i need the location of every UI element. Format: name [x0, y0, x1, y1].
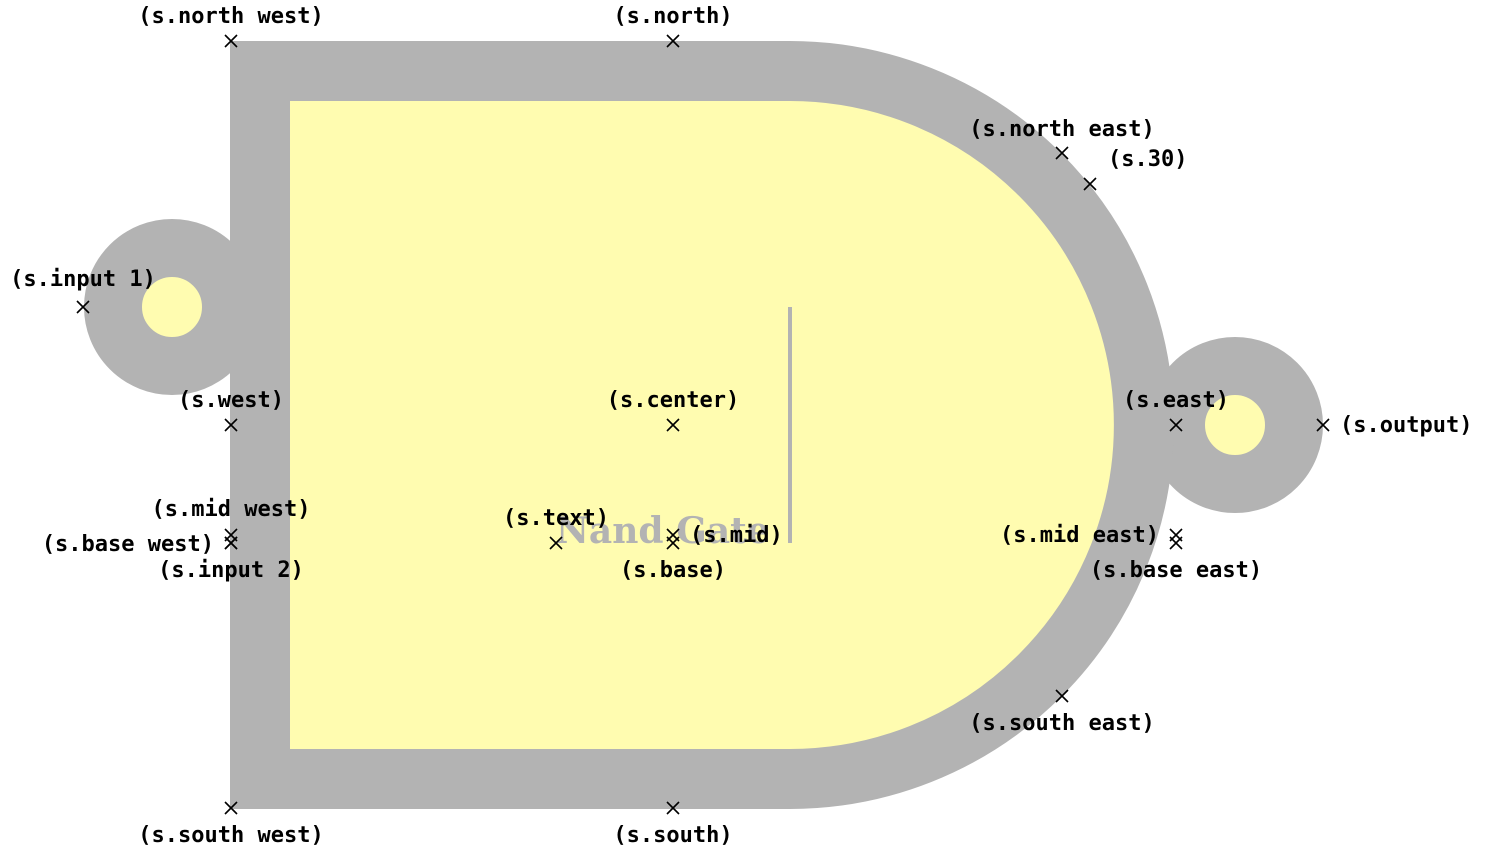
anchor-label-mid: (s.mid) — [690, 523, 783, 548]
anchor-label-north: (s.north) — [613, 4, 732, 29]
anchor-east: (s.east) — [1123, 388, 1229, 432]
anchor-marker-north — [666, 34, 680, 48]
anchor-mid: (s.mid) — [666, 523, 783, 548]
output-bubble — [1147, 337, 1323, 513]
anchor-marker-center — [666, 418, 680, 432]
gate-body — [230, 41, 1174, 809]
anchor-marker-base — [666, 536, 680, 550]
anchor-marker-west — [224, 418, 238, 432]
anchor-marker-output — [1316, 418, 1330, 432]
anchor-label-south: (s.south) — [613, 823, 732, 848]
anchor-west: (s.west) — [178, 388, 284, 432]
anchor-label-mid-east: (s.mid east) — [1000, 523, 1159, 548]
anchor-marker-input-2 — [224, 536, 238, 550]
anchor-marker-north-east — [1055, 146, 1069, 160]
anchor-south-east: (s.south east) — [969, 689, 1155, 736]
anchor-marker-south — [666, 801, 680, 815]
anchor-base: (s.base) — [620, 536, 726, 583]
input-1-bubble — [84, 219, 260, 395]
anchor-center: (s.center) — [607, 388, 739, 432]
anchor-label-30: (s.30) — [1108, 147, 1187, 172]
anchor-marker-30 — [1083, 177, 1097, 191]
anchor-30: (s.30) — [1083, 147, 1187, 191]
anchor-label-output: (s.output) — [1340, 413, 1472, 438]
anchor-base-west: (s.base west) — [42, 532, 238, 557]
anchor-marker-south-east — [1055, 689, 1069, 703]
anchor-marker-south-west — [224, 801, 238, 815]
anchor-mid-west: (s.mid west) — [152, 497, 311, 542]
anchor-mid-east: (s.mid east) — [1000, 523, 1183, 548]
anchor-label-north-east: (s.north east) — [969, 117, 1154, 142]
anchor-label-east: (s.east) — [1123, 388, 1229, 413]
anchor-base-east: (s.base east) — [1090, 536, 1262, 583]
anchor-label-base-east: (s.base east) — [1090, 558, 1262, 583]
anchor-points: (s.north west) (s.north) (s.north east) … — [10, 4, 1472, 848]
anchor-label-west: (s.west) — [178, 388, 284, 413]
anchor-south: (s.south) — [613, 801, 733, 848]
anchor-label-text: (s.text) — [503, 506, 609, 531]
anchor-label-south-east: (s.south east) — [969, 711, 1154, 736]
anchor-label-base-west: (s.base west) — [42, 532, 214, 557]
anchor-label-input-2: (s.input 2) — [158, 558, 304, 583]
anchor-north-west: (s.north west) — [138, 4, 324, 48]
anchor-marker-east — [1169, 418, 1183, 432]
anchor-marker-north-west — [224, 34, 238, 48]
anchor-text: (s.text) — [503, 506, 609, 550]
anchor-north: (s.north) — [613, 4, 733, 48]
gate-text: Nand Gate — [556, 510, 770, 552]
anchor-label-input-1: (s.input 1) — [10, 267, 156, 292]
anchor-label-south-west: (s.south west) — [138, 823, 323, 848]
anchor-label-north-west: (s.north west) — [138, 4, 323, 29]
anchor-output: (s.output) — [1316, 413, 1472, 438]
anchor-marker-text — [549, 536, 563, 550]
anchor-label-mid-west: (s.mid west) — [152, 497, 311, 522]
anchor-marker-base-east — [1169, 536, 1183, 550]
anchor-input-1: (s.input 1) — [10, 267, 156, 314]
anchor-north-east: (s.north east) — [969, 117, 1155, 160]
anchor-south-west: (s.south west) — [138, 801, 324, 848]
anchor-input-2: (s.input 2) — [158, 536, 304, 583]
anchor-marker-input-1 — [76, 300, 90, 314]
anchor-label-center: (s.center) — [607, 388, 739, 413]
anchor-label-base: (s.base) — [620, 558, 726, 583]
